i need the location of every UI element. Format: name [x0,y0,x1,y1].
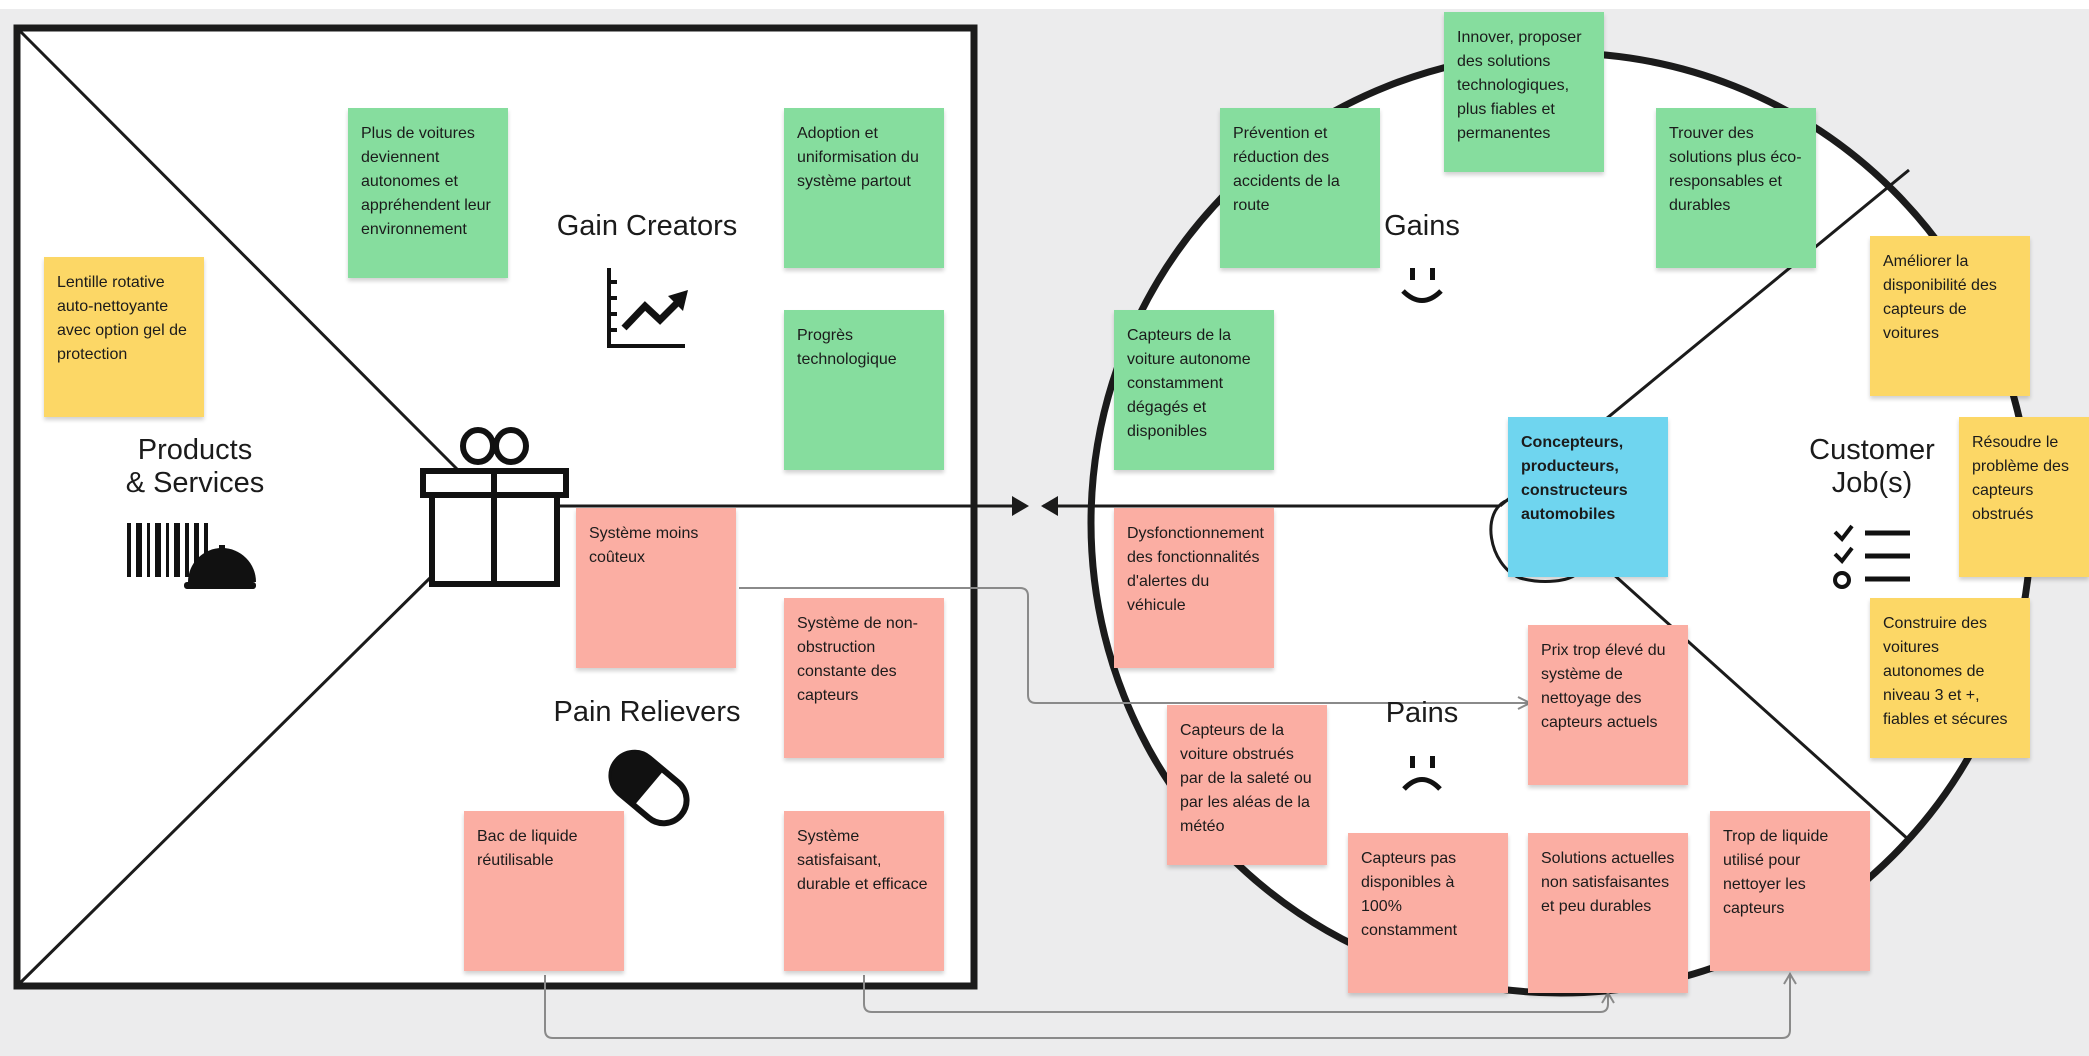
gain-creator-note[interactable]: Adoption et uniformisation du système pa… [784,108,944,268]
gain-creator-note[interactable]: Plus de voitures deviennent autonomes et… [348,108,508,278]
customer-job-note[interactable]: Construire des voitures autonomes de niv… [1870,598,2030,758]
pain-note[interactable]: Dysfonctionnement des fonctionnalités d'… [1114,508,1274,668]
pain-note[interactable]: Capteurs de la voiture obstrués par de l… [1167,705,1327,865]
growth-chart-icon [607,268,688,348]
gain-note[interactable]: Capteurs de la voiture autonome constamm… [1114,310,1274,470]
pain-note[interactable]: Prix trop élevé du système de nettoyage … [1528,625,1688,785]
products-services-title: Products & Services [125,434,265,499]
pain-reliever-note[interactable]: Bac de liquide réutilisable [464,811,624,971]
pain-reliever-note[interactable]: Système satisfaisant, durable et efficac… [784,811,944,971]
pill-icon [608,749,690,827]
gift-icon [420,427,569,587]
pain-note[interactable]: Trop de liquide utilisé pour nettoyer le… [1710,811,1870,971]
pain-reliever-note[interactable]: Système moins coûteux [576,508,736,668]
frown-icon [1402,756,1442,791]
pains-title: Pains [1385,697,1459,729]
pain-note[interactable]: Capteurs pas disponibles à 100% constamm… [1348,833,1508,993]
gain-note[interactable]: Prévention et réduction des accidents de… [1220,108,1380,268]
gain-note[interactable]: Innover, proposer des solutions technolo… [1444,12,1604,172]
gains-title: Gains [1384,210,1460,242]
gain-creator-note[interactable]: Progrès technologique [784,310,944,470]
customer-segment-note[interactable]: Concepteurs, producteurs, constructeurs … [1508,417,1668,577]
pain-reliever-note[interactable]: Système de non-obstruction constante des… [784,598,944,758]
gain-creators-title: Gain Creators [556,210,738,242]
customer-job-note[interactable]: Améliorer la disponibilité des capteurs … [1870,236,2030,396]
smile-icon [1401,268,1443,303]
customer-jobs-title: Customer Job(s) [1809,434,1935,499]
barcode-bell-icon [127,523,256,589]
gain-note[interactable]: Trouver des solutions plus éco-responsab… [1656,108,1816,268]
fit-arrow-left [1041,496,1058,516]
pain-note[interactable]: Solutions actuelles non satisfaisantes e… [1528,833,1688,993]
pain-relievers-title: Pain Relievers [553,696,741,728]
checklist-icon [1833,524,1910,589]
connector-lines [544,587,1797,1039]
product-note[interactable]: Lentille rotative auto-nettoyante avec o… [44,257,204,417]
customer-job-note[interactable]: Résoudre le problème des capteurs obstru… [1959,417,2089,577]
fit-arrow-right [1012,496,1029,516]
